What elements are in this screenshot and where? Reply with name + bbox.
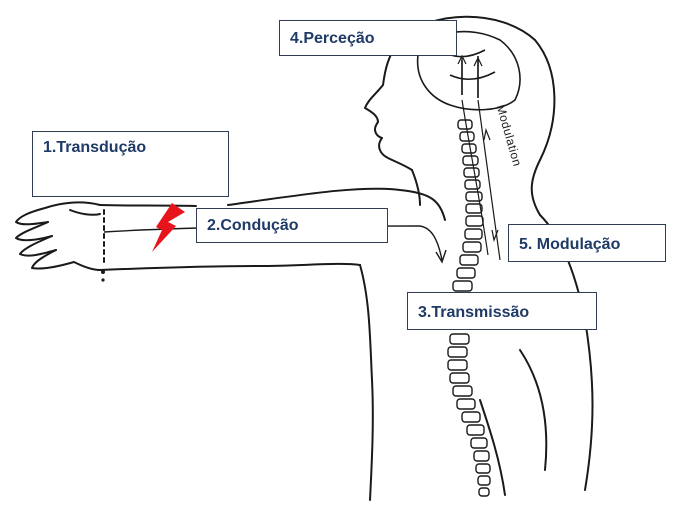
brain-arrows xyxy=(458,56,482,98)
neck-front xyxy=(412,170,420,205)
drip-marks xyxy=(101,270,105,282)
label-conducao: 2.Condução xyxy=(196,208,388,243)
lightning-bolt-icon xyxy=(152,203,185,252)
label-percecao: 4.Perceção xyxy=(279,20,457,56)
back-detail xyxy=(520,350,546,470)
arm-lower xyxy=(100,264,360,270)
hand-illustration xyxy=(16,202,104,270)
label-modulacao: 5. Modulação xyxy=(508,224,666,262)
label-transducao: 1.Transdução xyxy=(32,131,229,197)
label-transmissao: 3.Transmissão xyxy=(407,292,597,330)
face-profile xyxy=(365,40,412,170)
chest-outline xyxy=(360,265,373,500)
arm-upper xyxy=(100,205,196,206)
